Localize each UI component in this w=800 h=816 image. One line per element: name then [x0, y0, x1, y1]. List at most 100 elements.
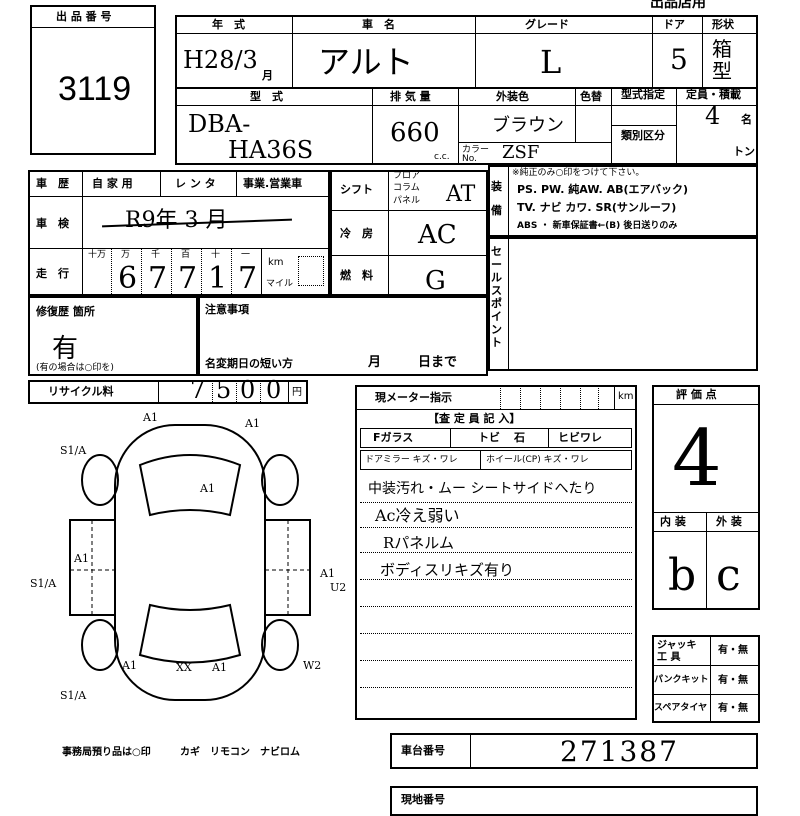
doors-value: 5 [670, 43, 688, 76]
mileage-label: 走 行 [36, 267, 69, 280]
chassis-label: 車台番号 [401, 744, 445, 757]
ac-label: 冷 房 [340, 227, 373, 240]
equipment-line-3: ABS ・ 新車保証書←(B) 後日送りのみ [517, 221, 678, 231]
color-no-label: カラー No. [462, 145, 490, 164]
shape-value: 箱型 [712, 37, 732, 83]
mile-checkbox[interactable] [298, 256, 324, 286]
spare-label: スペアタイヤ [654, 703, 708, 713]
name-change-month: 月 [368, 355, 382, 370]
shift-column: コラム [393, 183, 420, 193]
history-label: 車 歴 [36, 177, 69, 190]
jack-value: 有・無 [718, 645, 748, 656]
office-label: 事務局預り品は○印 [62, 747, 151, 758]
lot-number-value: 3119 [58, 70, 132, 108]
notes-box [198, 296, 488, 376]
equipment-box [488, 165, 758, 237]
lot-number-label: 出 品 番 号 [56, 10, 112, 23]
car-damage-diagram [69, 424, 311, 701]
interior-label: 内 装 [660, 515, 686, 528]
chassis-value: 271387 [560, 735, 679, 768]
displacement-label: 排 気 量 [390, 90, 431, 103]
damage-mark: XX [176, 661, 192, 674]
year-label: 年 式 [212, 18, 245, 31]
interior-value: b [668, 550, 697, 601]
drivetrain-box [330, 170, 488, 296]
name-change-day: 日まで [418, 355, 458, 370]
mileage-digit: 6 [118, 261, 138, 296]
tools-box [652, 635, 760, 723]
repair-note: (有の場合は○印を) [36, 363, 114, 373]
rating-label: 評 価 点 [676, 388, 717, 401]
digit-header: 十万 [88, 250, 107, 260]
rating-value: 4 [672, 414, 722, 504]
recycle-digit: 5 [216, 376, 232, 404]
inspector-note: Rパネルム [383, 534, 454, 552]
damage-mark: A1 [74, 552, 89, 565]
damage-mark: A1 [200, 482, 215, 495]
repaint-label: 色替 [580, 90, 602, 103]
capacity-label: 定員・積載 [686, 88, 741, 101]
inspector-note: Ac冷え弱い [375, 506, 460, 525]
wheel-label: ホイール(CP) キズ・ワレ [486, 455, 589, 465]
history-private: 自 家 用 [92, 177, 133, 190]
shift-floor: フロア [393, 171, 421, 181]
recycle-label: リサイクル料 [48, 385, 114, 398]
meter-label: 現メーター指示 [375, 391, 452, 404]
equipment-note: ※純正のみ○印をつけて下さい。 [512, 168, 645, 178]
equipment-label: 装備 [491, 180, 502, 217]
repair-value: 有 [52, 334, 79, 364]
mileage-digit: 7 [148, 261, 168, 296]
shift-panel: パネル [393, 196, 421, 206]
tobi-label: トビ [478, 431, 500, 444]
notes-label: 注意事項 [205, 303, 249, 316]
mile-label: マイル [266, 279, 294, 289]
history-business: 事業.営業車 [243, 177, 303, 190]
exterior-rating-value: c [716, 550, 741, 601]
class-label: 類別区分 [621, 129, 665, 142]
spare-value: 有・無 [718, 703, 748, 714]
capacity-value: 4 [705, 102, 721, 130]
repair-box [28, 296, 198, 376]
displacement-value: 660 [390, 118, 440, 148]
shift-label: シフト [340, 183, 373, 196]
exterior-rating-label: 外 装 [716, 515, 742, 528]
inspection-value: R9年 3 月 [125, 208, 228, 233]
inspector-note: ボディスリキズ有り [380, 561, 514, 579]
ishi-label: 石 [514, 431, 525, 444]
history-rental: レ ン タ [175, 177, 216, 190]
hibi-label: ヒビワレ [558, 431, 602, 444]
sales-point-label: セールスポイント [491, 245, 502, 349]
ac-value: AC [418, 220, 457, 250]
damage-mark: A1 [143, 411, 158, 424]
grade-value: L [540, 43, 562, 81]
grade-label: グレード [525, 18, 569, 31]
equipment-line-2: TV. ナビ カワ. SR(サンルーフ) [517, 201, 677, 214]
damage-mark: A1 [245, 417, 260, 430]
model-value-2: HA36S [228, 136, 314, 164]
year-unit: 月 [262, 69, 273, 82]
meter-unit: km [618, 391, 634, 402]
damage-mark: U2 [330, 581, 347, 594]
damage-mark: A1 [122, 659, 137, 672]
equipment-line-1: PS. PW. 純AW. AB(エアバック) [517, 183, 689, 196]
damage-mark: S1/A [30, 577, 57, 590]
jack-label: ジャッキ 工 具 [657, 640, 697, 663]
model-value-1: DBA- [188, 110, 251, 138]
inspector-box [355, 385, 637, 720]
inspector-title: 【査 定 員 記 入】 [428, 412, 521, 425]
digit-header: 万 [121, 250, 131, 260]
mileage-digit: 7 [238, 261, 258, 296]
vehicle-info-box [175, 15, 758, 165]
fuel-label: 燃 料 [340, 269, 373, 282]
recycle-box [28, 380, 308, 404]
color-no-value: ZSF [502, 142, 540, 163]
puncture-label: パンクキット [654, 675, 709, 685]
name-change-label: 名変期日の短い方 [205, 357, 293, 370]
name-label: 車 名 [362, 18, 395, 31]
year-value: H28/3 [183, 46, 258, 74]
damage-mark: W2 [303, 659, 322, 672]
inspection-label: 車 検 [36, 217, 69, 230]
mirror-label: ドアミラー キズ・ワレ [365, 455, 458, 465]
digit-header: 千 [151, 250, 161, 260]
damage-mark: S1/A [60, 689, 87, 702]
